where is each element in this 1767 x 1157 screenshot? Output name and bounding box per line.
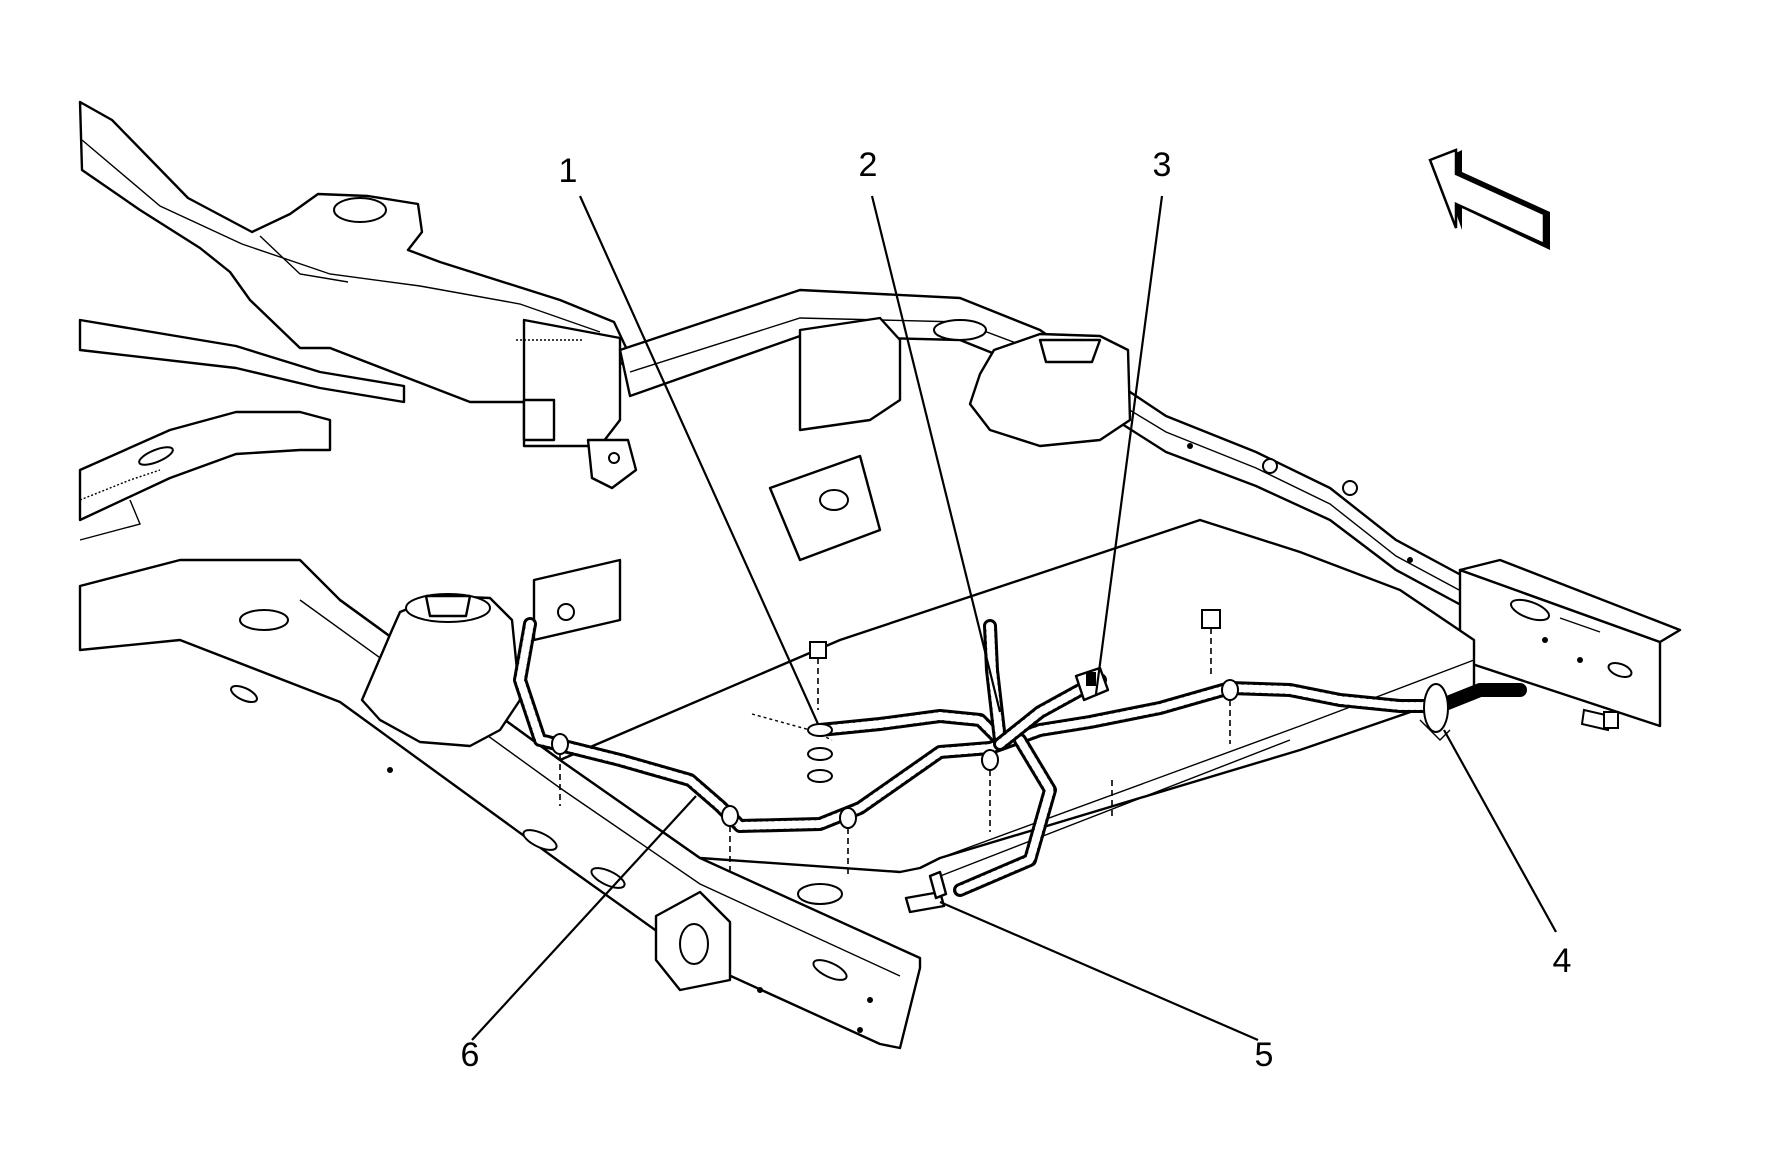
left-spring-tower — [239, 558, 622, 748]
front-subframe — [78, 288, 1682, 1050]
callout-2: 2 — [859, 146, 878, 184]
rear-crossmember — [78, 100, 638, 490]
callout-5: 5 — [1255, 1036, 1274, 1074]
left-side-rail — [78, 318, 406, 541]
bolt-and-washers — [807, 641, 833, 783]
front-direction-arrow-icon — [1428, 148, 1550, 250]
callout-6: 6 — [461, 1036, 480, 1074]
leader-lines — [471, 195, 1557, 1042]
callout-3: 3 — [1153, 146, 1172, 184]
callout-1: 1 — [559, 152, 578, 190]
callout-labels: 1 2 3 4 5 6 — [461, 146, 1572, 1074]
callout-4: 4 — [1553, 942, 1572, 980]
harness-clips — [551, 679, 1239, 876]
right-spring-tower — [768, 316, 1413, 563]
rail-clip — [904, 870, 948, 914]
end-box-bolt — [1580, 708, 1619, 732]
bolt-right — [1201, 609, 1221, 676]
harness-connector — [1074, 666, 1110, 702]
